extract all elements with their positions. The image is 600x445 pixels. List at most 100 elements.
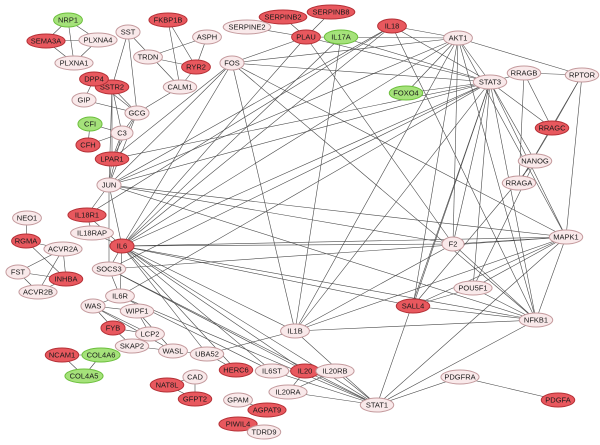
node-label: WIPF1 xyxy=(126,307,149,316)
node-il18rap: IL18RAP xyxy=(70,225,114,241)
node-ellipse xyxy=(247,402,287,418)
node-label: F2 xyxy=(449,240,458,249)
node-ellipse xyxy=(472,74,508,90)
edge-il6-il1b xyxy=(121,245,296,332)
node-acvr2b: ACVR2B xyxy=(18,284,58,300)
node-ellipse xyxy=(377,18,407,34)
edge-il18-nfkb1 xyxy=(391,25,537,321)
edge-stat3-lpar1 xyxy=(111,81,491,160)
node-label: TDRD9 xyxy=(251,428,276,437)
node-inhba: INHBA xyxy=(48,271,84,287)
node-label: RRAGC xyxy=(538,124,566,133)
node-label: HERC6 xyxy=(223,366,248,375)
node-label: PLXNA1 xyxy=(60,59,89,68)
edge-akt1-mapk1 xyxy=(457,37,567,238)
node-lpar1: LPAR1 xyxy=(94,151,130,167)
node-label: FST xyxy=(11,268,26,277)
edge-jun-il6 xyxy=(108,184,123,247)
edge-stat3-socs3 xyxy=(108,81,491,270)
node-ellipse xyxy=(105,288,135,304)
node-ellipse xyxy=(18,284,58,300)
node-rraga: RRAGA xyxy=(501,175,537,191)
node-ellipse xyxy=(80,298,106,314)
edge-stat3-il1b xyxy=(294,81,491,332)
node-serpinb8: SERPINB8 xyxy=(306,4,356,20)
node-akt1: AKT1 xyxy=(443,30,473,46)
edge-il6r-stat1 xyxy=(119,295,378,406)
node-il18r1: IL18R1 xyxy=(67,207,107,223)
node-ellipse xyxy=(359,397,395,413)
node-asph: ASPH xyxy=(192,29,222,45)
node-ellipse xyxy=(222,19,272,35)
node-ellipse xyxy=(119,303,155,319)
node-ellipse xyxy=(540,392,576,408)
edge-fos-il1b xyxy=(231,62,296,332)
node-label: FOXO4 xyxy=(393,89,418,98)
node-il20: IL20 xyxy=(290,363,320,379)
edge-plau-il6 xyxy=(121,36,307,247)
node-pdgfa: PDGFA xyxy=(540,392,576,408)
node-c3: C3 xyxy=(110,125,134,141)
node-fst: FST xyxy=(5,264,31,280)
node-label: CFI xyxy=(84,120,96,129)
node-trdn: TRDN xyxy=(133,49,163,65)
node-cfh: CFH xyxy=(75,137,101,153)
node-label: IL18 xyxy=(385,22,400,31)
node-ellipse xyxy=(223,392,253,408)
node-ellipse xyxy=(75,137,101,153)
edge-il20-stat1 xyxy=(304,370,378,406)
node-label: IL18R1 xyxy=(75,211,99,220)
node-ellipse xyxy=(12,210,42,226)
edge-il17a-stat3 xyxy=(340,36,491,83)
node-label: SALL4 xyxy=(402,302,425,311)
node-label: RRAGA xyxy=(506,179,533,188)
node-label: IL17A xyxy=(331,33,351,42)
edge-rptor-mapk1 xyxy=(565,74,583,238)
edge-il6-mapk1 xyxy=(121,236,567,247)
node-ellipse xyxy=(11,233,41,249)
node-ellipse xyxy=(67,207,107,223)
node-label: LPAR1 xyxy=(100,155,123,164)
node-ellipse xyxy=(44,347,80,363)
node-gfpt2: GFPT2 xyxy=(177,391,213,407)
node-ellipse xyxy=(54,55,94,71)
node-ellipse xyxy=(48,271,84,287)
edge-fos-jun xyxy=(108,62,233,186)
node-fkbp1b: FKBP1B xyxy=(148,12,188,28)
edge-rragc-stat3 xyxy=(489,81,553,129)
edge-il17a-il6 xyxy=(121,36,342,247)
edge-fos-mapk1 xyxy=(231,62,567,238)
node-label: GIP xyxy=(78,96,91,105)
edge-mapk1-il1b xyxy=(294,236,567,332)
node-skap2: SKAP2 xyxy=(114,338,150,354)
edge-il18-il18r1 xyxy=(86,25,393,216)
node-wasl: WASL xyxy=(158,343,188,359)
edge-socs3-il20 xyxy=(108,268,306,372)
node-ellipse xyxy=(133,49,163,65)
node-ellipse xyxy=(94,151,130,167)
node-was: WAS xyxy=(80,298,106,314)
node-label: GPAM xyxy=(227,396,249,405)
node-ellipse xyxy=(26,33,66,49)
node-ellipse xyxy=(181,59,211,75)
node-label: STAT3 xyxy=(479,78,501,87)
node-ellipse xyxy=(388,85,424,101)
node-foxo4: FOXO4 xyxy=(388,85,424,101)
node-label: IL1B xyxy=(287,327,302,336)
node-cfi: CFI xyxy=(77,116,103,132)
edge-stat3-nfkb1 xyxy=(489,81,537,321)
node-ellipse xyxy=(306,4,356,20)
node-label: IL18RAP xyxy=(77,229,107,238)
node-stat1: STAT1 xyxy=(359,397,395,413)
node-fos: FOS xyxy=(219,55,245,71)
node-label: PDGFRA xyxy=(444,373,475,382)
edge-il6-sall4 xyxy=(121,245,414,307)
node-ellipse xyxy=(395,298,431,314)
edge-il6-il20 xyxy=(121,245,306,372)
node-ryr2: RYR2 xyxy=(181,59,211,75)
node-label: JUN xyxy=(102,181,117,190)
node-label: SSTR2 xyxy=(100,83,124,92)
edge-akt1-f2 xyxy=(452,37,459,245)
node-label: AKT1 xyxy=(449,34,468,43)
